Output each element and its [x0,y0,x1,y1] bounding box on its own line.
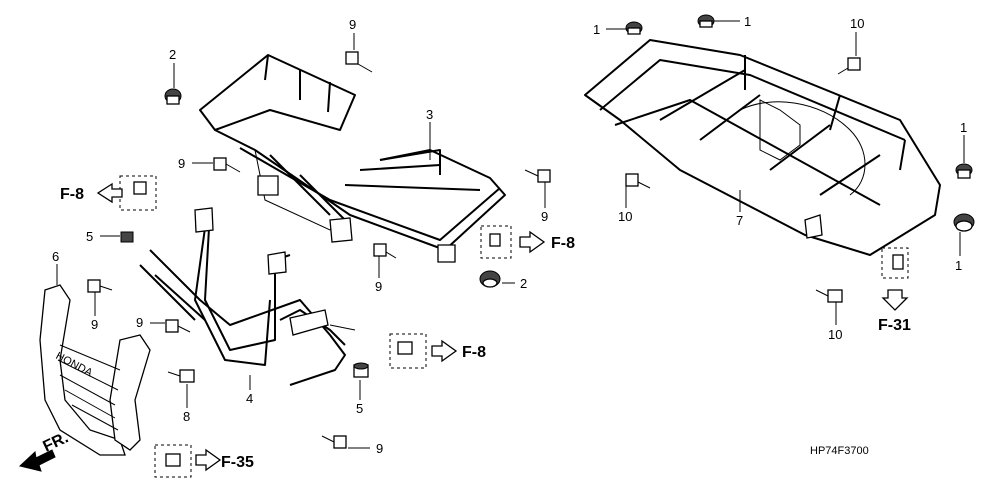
f8-left-arrow: F-8 [60,182,123,204]
rubber-cushion-1b [697,14,715,28]
rubber-cushion-2a [164,88,182,105]
bolt-9c [524,169,551,183]
ref-f35: F-35 [221,454,254,471]
f8-mid-arrow: F-8 [431,339,486,363]
front-carrier-drawing [199,54,506,263]
callout-10-bottom: 10 [828,327,842,342]
bolt-9f [165,319,191,333]
bolt-9-box-left [133,181,147,195]
callout-1-top-left: 1 [593,22,600,37]
bolt-10c [815,289,843,303]
callout-numbers: 1 1 1 1 2 2 3 4 5 5 6 7 8 9 9 9 9 9 9 9 … [52,14,967,456]
collar-5a [120,231,134,243]
bolt-9g [321,435,347,449]
rubber-cushion-1c [955,163,973,179]
callout-10-top: 10 [850,16,864,31]
callout-1-top-mid: 1 [744,14,751,29]
front-grille-drawing: HONDA [39,284,151,456]
bolt-9d [373,243,397,259]
callout-9-right: 9 [541,209,548,224]
callout-5-bottom: 5 [356,401,363,416]
callout-4: 4 [246,391,253,406]
reference-boxes [119,175,909,478]
reference-arrows: F-8 F-8 F-8 F-31 F-35 FR. [18,182,911,472]
diagram-code: HP74F3700 [810,445,869,457]
collar-5b [353,362,369,378]
callout-10-left: 10 [618,209,632,224]
f8-right-arrow: F-8 [519,230,575,254]
ref-f8-mid: F-8 [462,344,486,361]
rubber-cushion-1a [625,21,643,35]
callout-9-left: 9 [178,156,185,171]
fasteners [87,14,975,467]
bolt-10-box [892,254,904,270]
rubber-cushion-1d [953,213,975,232]
ref-f8-left: F-8 [60,186,84,203]
callout-8: 8 [183,409,190,424]
callout-9-top: 9 [349,17,356,32]
guard-frame-drawing [139,207,356,386]
bolt-9-box-bottom [397,341,413,355]
bolt-9-box-mid [489,233,501,247]
callout-2-mid: 2 [520,276,527,291]
bolt-9-box-f35 [165,453,181,467]
bolt-10a [837,57,861,75]
callout-9-center: 9 [375,279,382,294]
rubber-cushion-2b [479,270,501,288]
callout-9-bottom: 9 [376,441,383,456]
callout-1-right-top: 1 [960,120,967,135]
rear-carrier-drawing [584,39,941,256]
ref-f8-right: F-8 [551,235,575,252]
f31-arrow: F-31 [878,289,911,334]
f35-arrow: F-35 [195,448,254,472]
callout-2-top: 2 [169,47,176,62]
bolt-10b [625,173,651,189]
ref-f31: F-31 [878,317,911,334]
bolt-8 [167,369,195,383]
callout-6: 6 [52,249,59,264]
callout-3: 3 [426,107,433,122]
callout-9-grille: 9 [91,317,98,332]
callout-1-right-bottom: 1 [955,258,962,273]
bolt-9e [87,279,113,293]
callout-9-frame: 9 [136,315,143,330]
bolt-9a [345,51,373,73]
callout-5-left: 5 [86,229,93,244]
bolt-9b [213,157,241,173]
leader-lines [56,20,965,449]
front-direction-arrow: FR. [18,429,71,472]
callout-7: 7 [736,213,743,228]
